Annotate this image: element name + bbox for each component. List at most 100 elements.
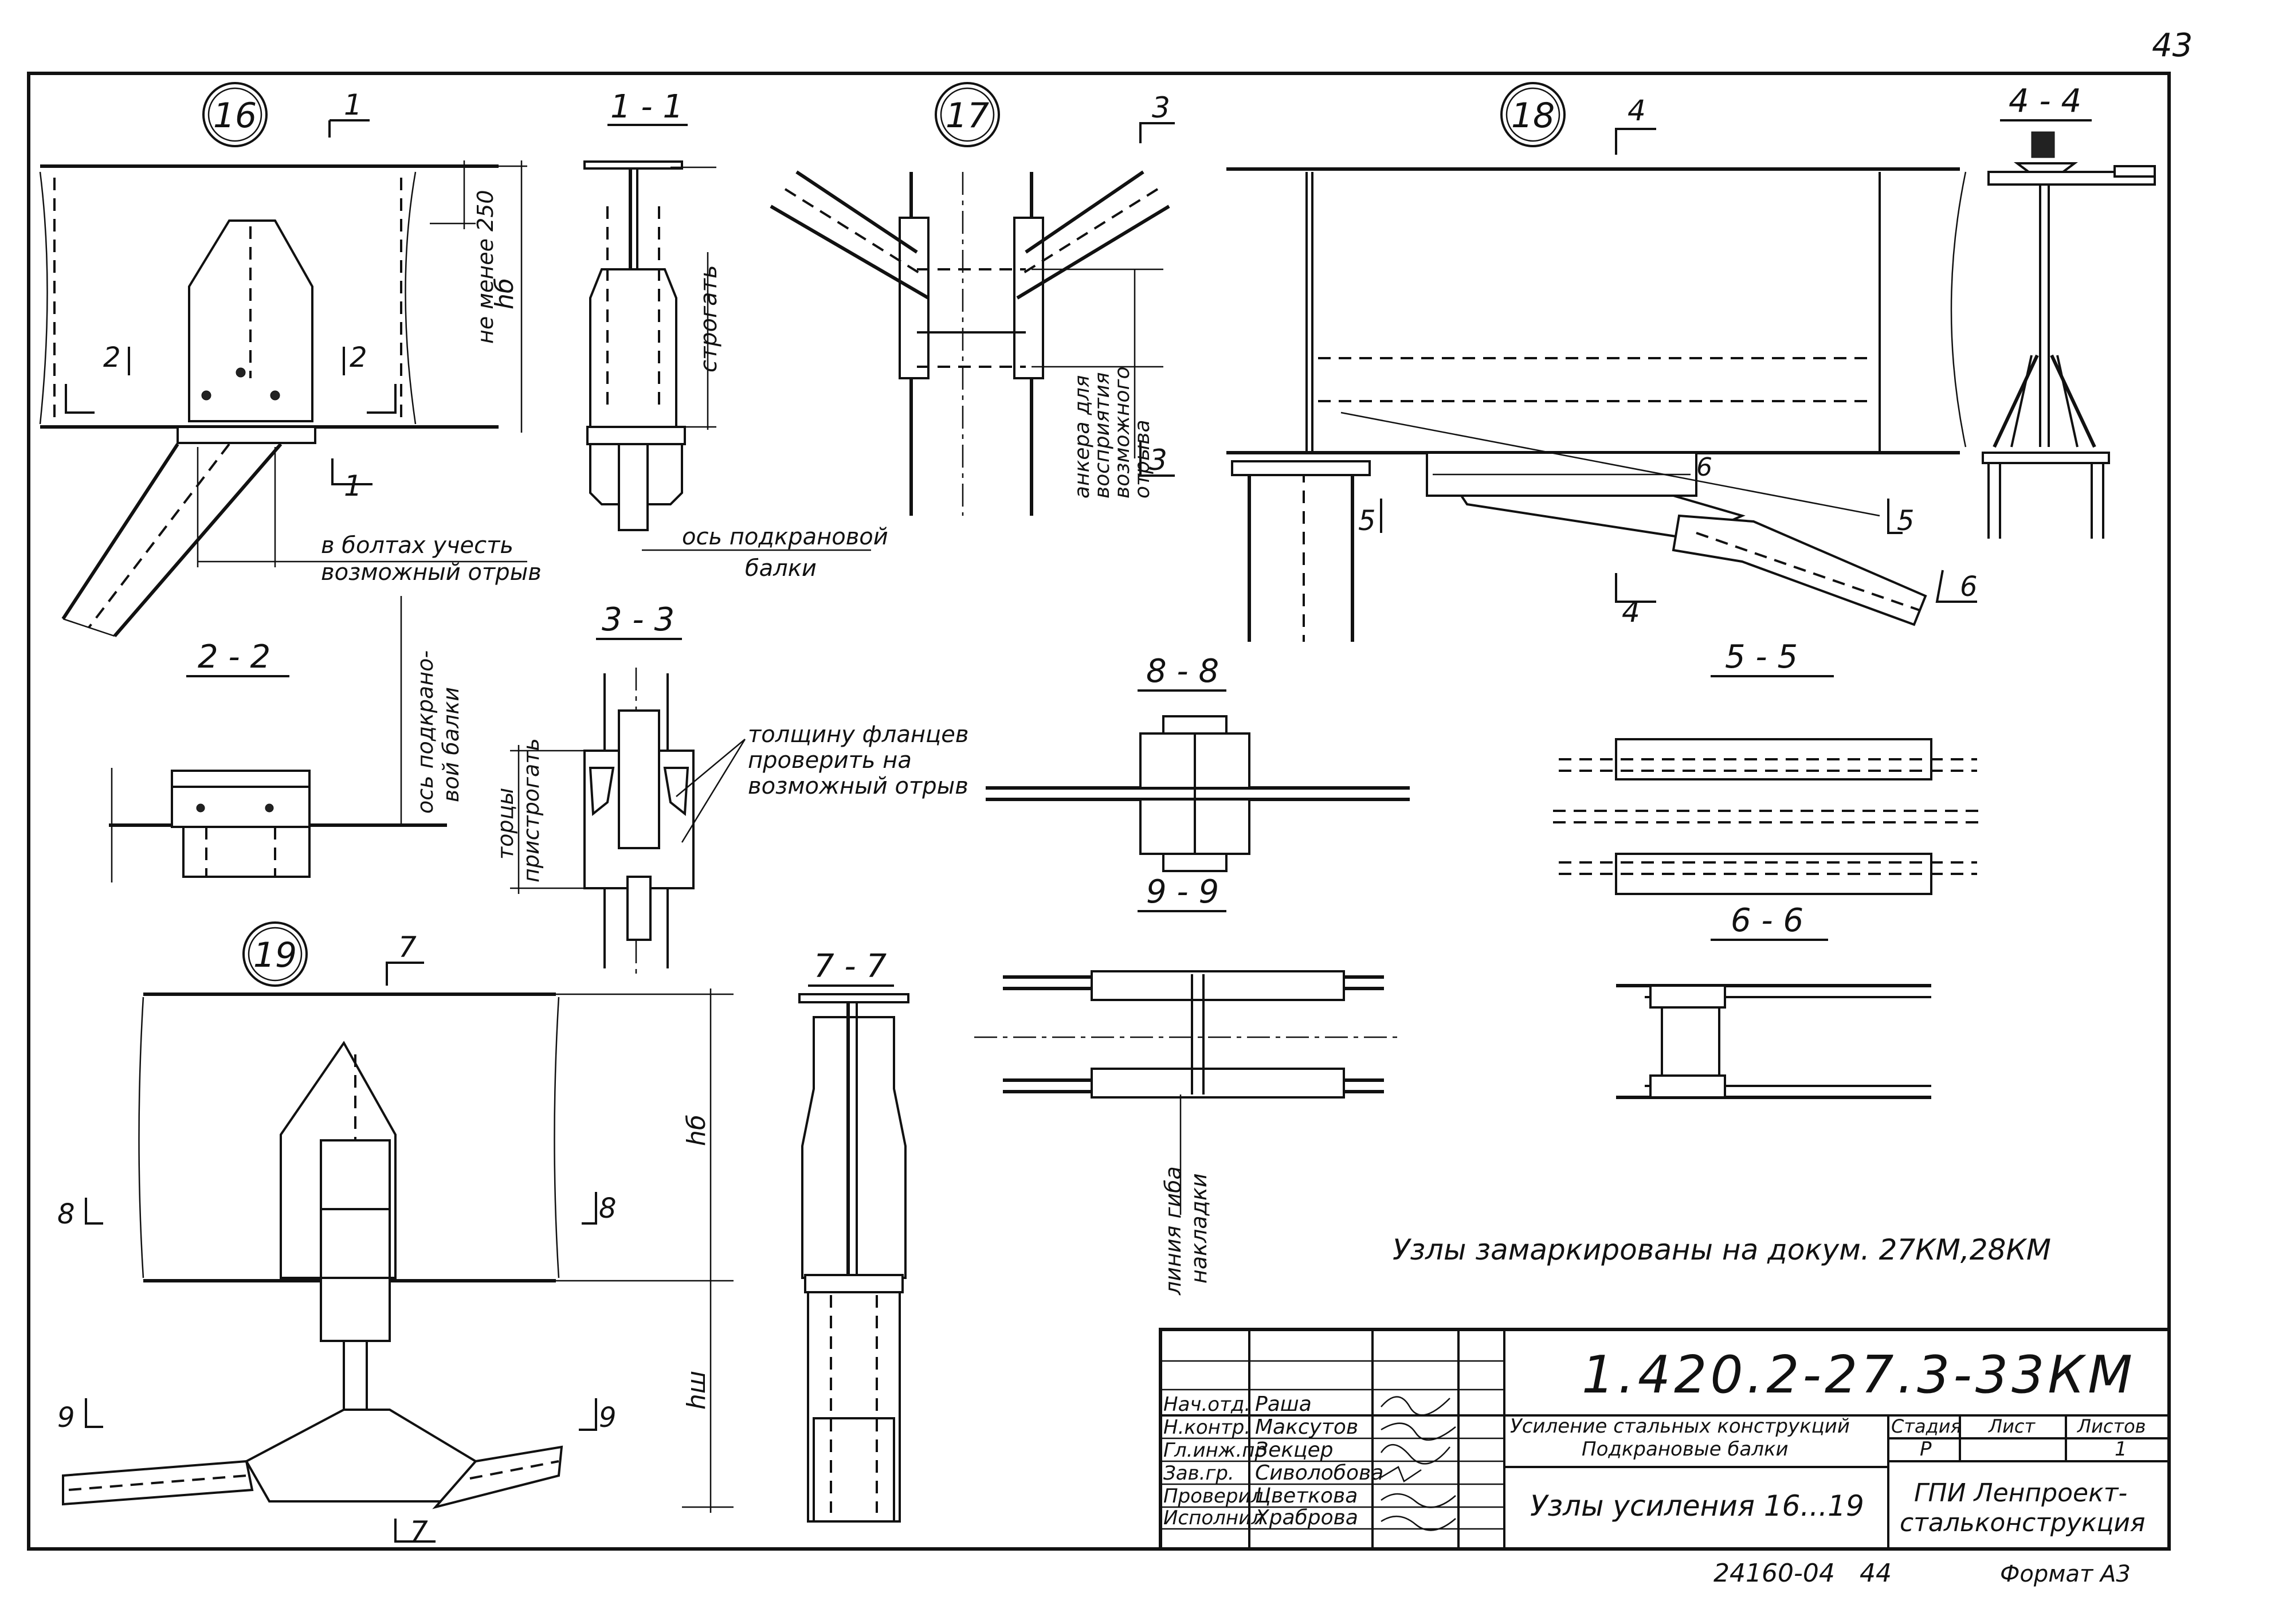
dim-ne-menee-250: не менее 250 [473, 190, 498, 344]
cut-mark-6-top: 6 [1696, 453, 1712, 482]
node-18-label: 18 [1511, 96, 1555, 136]
node-18-view: 18 4 5 5 6 6 4 [1226, 82, 1978, 642]
note-tortsy-1: торцы [493, 788, 518, 860]
project-title-1: Усиление стальных конструкций [1510, 1415, 1850, 1438]
cut-mark-3-top: 3 [1152, 91, 1170, 124]
cut-mark-4-bottom: 4 [1622, 595, 1640, 629]
cut-mark-7-bottom: 7 [410, 1515, 428, 1548]
drawing-frame [27, 72, 2171, 1551]
cut-mark-7-top: 7 [398, 931, 417, 964]
cut-mark-6-bottom: 6 [1960, 571, 1978, 603]
footer-number: 44 [1860, 1559, 1892, 1588]
note-ankera-1: анкера для [1070, 375, 1094, 499]
cut-mark-1-bottom: 1 [344, 469, 362, 503]
role-zav-gr: Зав.гр. [1163, 1462, 1234, 1485]
sheets-label: Листов [2077, 1415, 2146, 1437]
note-os-podkrano-v-2: вой балки [438, 687, 464, 802]
dim-hw-19: hш [682, 1371, 711, 1410]
note-v-boltah-2: возможный отрыв [321, 559, 542, 586]
node-17-view: 17 3 анкера для восприятия возможного от… [770, 82, 1175, 516]
dim-hb-16: hб [490, 278, 519, 309]
node-19-label: 19 [253, 935, 297, 975]
note-tolshchinu-1: толщину фланцев [748, 721, 968, 748]
cut-mark-8-right: 8 [599, 1192, 617, 1225]
cut-mark-5-left: 5 [1358, 505, 1376, 537]
section-8-8-title: 8 - 8 [1146, 653, 1219, 690]
section-4-4-view: 4 - 4 [1982, 83, 2156, 539]
cut-mark-3-bottom: 3 [1149, 444, 1167, 477]
page-number: 43 [2152, 27, 2193, 64]
section-3-3-title: 3 - 3 [602, 601, 675, 638]
note-os-podkrano-v-1: ось подкрано- [413, 650, 438, 814]
cut-mark-4-top: 4 [1628, 94, 1646, 127]
role-n-kontr: Н.контр. [1163, 1416, 1250, 1439]
section-2-2-title: 2 - 2 [198, 638, 270, 676]
cut-mark-2-left: 2 [103, 342, 121, 374]
node-17-label: 17 [946, 96, 989, 136]
cut-mark-1-top: 1 [344, 88, 362, 121]
section-6-6-view: 6 - 6 [1616, 902, 1931, 1099]
node-16-view: 16 1 2 2 1 [39, 82, 542, 637]
cut-mark-9-left: 9 [57, 1402, 75, 1434]
section-4-4-title: 4 - 4 [2009, 83, 2081, 120]
note-liniya-1: линия гиба [1160, 1166, 1186, 1296]
name-khrabrova: Храброва [1254, 1506, 1358, 1529]
note-ankera-4: отрыва [1131, 419, 1154, 499]
note-marked-documents: Узлы замаркированы на докум. 27КМ,28КМ [1393, 1233, 2051, 1266]
role-proveril: Проверил [1163, 1485, 1263, 1508]
name-maksutov: Максутов [1255, 1415, 1358, 1439]
cut-mark-5-right: 5 [1897, 505, 1915, 537]
section-7-7-title: 7 - 7 [814, 948, 887, 985]
section-9-9-title: 9 - 9 [1146, 873, 1219, 911]
role-ispolnil: Исполнил [1163, 1507, 1264, 1529]
node-16-label: 16 [213, 96, 257, 136]
section-2-2-view: 2 - 2 ось подкрано- вой балки [109, 596, 464, 882]
note-tortsy-2: пристрогать [519, 738, 544, 882]
sheet-label: Лист [1988, 1415, 2036, 1437]
note-os-podkranovoy-1: ось подкрановой [682, 524, 888, 550]
section-6-6-title: 6 - 6 [1731, 902, 1803, 939]
footer-inventory: 24160-04 [1713, 1559, 1835, 1588]
cut-mark-9-right: 9 [599, 1402, 617, 1434]
name-rasha: Раша [1255, 1392, 1312, 1416]
note-ankera-2: восприятия [1091, 372, 1114, 499]
name-sivolobova: Сиволобова [1255, 1461, 1383, 1485]
note-tolshchinu-3: возможный отрыв [748, 773, 968, 799]
cut-mark-2-right: 2 [350, 342, 367, 374]
name-tsvetkova: Цветкова [1255, 1484, 1358, 1508]
name-zektser: Зекцер [1255, 1438, 1333, 1462]
footer-format: Формат А3 [2000, 1561, 2131, 1587]
signatures [1380, 1396, 1456, 1531]
note-v-boltah-1: в болтах учесть [321, 532, 513, 559]
section-1-1-view: 1 - 1 строгать ось подкрановой балки [583, 88, 888, 582]
document-code: 1.420.2-27.3-33КМ [1582, 1345, 2136, 1405]
org-name-1: ГПИ Ленпроект- [1914, 1478, 2127, 1508]
note-liniya-2: накладки [1186, 1173, 1211, 1284]
node-18-marker [1500, 82, 1566, 147]
section-3-3-view: 3 - 3 торцы пристрогать толщину фланцев … [493, 601, 968, 974]
project-title-2: Подкрановые балки [1582, 1438, 1789, 1461]
stage-value: Р [1920, 1438, 1932, 1461]
node-17-marker [935, 82, 1000, 147]
org-name-2: стальконструкция [1900, 1508, 2145, 1537]
note-tolshchinu-2: проверить на [748, 747, 912, 774]
note-ankera-3: возможного [1111, 366, 1134, 499]
stage-label: Стадия [1891, 1415, 1962, 1437]
role-gl-inzh: Гл.инж.пр [1163, 1439, 1267, 1462]
section-9-9-view: 9 - 9 линия гиба накладки [974, 873, 1398, 1296]
node-19-view: 19 7 8 8 9 9 7 hб [57, 921, 734, 1548]
note-os-podkranovoy-2: балки [745, 555, 817, 582]
node-16-marker [202, 82, 268, 147]
section-5-5-view: 5 - 5 [1553, 638, 1983, 895]
title-block: 1.420.2-27.3-33КМ Нач.отд. Н.контр. Гл.и… [1159, 1328, 2171, 1551]
section-7-7-view: 7 - 7 [798, 948, 909, 1523]
node-19-marker [242, 921, 308, 987]
dim-hb-19: hб [682, 1115, 711, 1146]
section-5-5-title: 5 - 5 [1725, 638, 1798, 676]
note-strogat: строгать [696, 265, 722, 372]
sheet-title: Узлы усиления 16...19 [1530, 1489, 1864, 1523]
section-8-8-view: 8 - 8 [986, 653, 1410, 872]
role-nach-otd: Нач.отд. [1163, 1393, 1250, 1416]
sheets-value: 1 [2115, 1438, 2127, 1461]
